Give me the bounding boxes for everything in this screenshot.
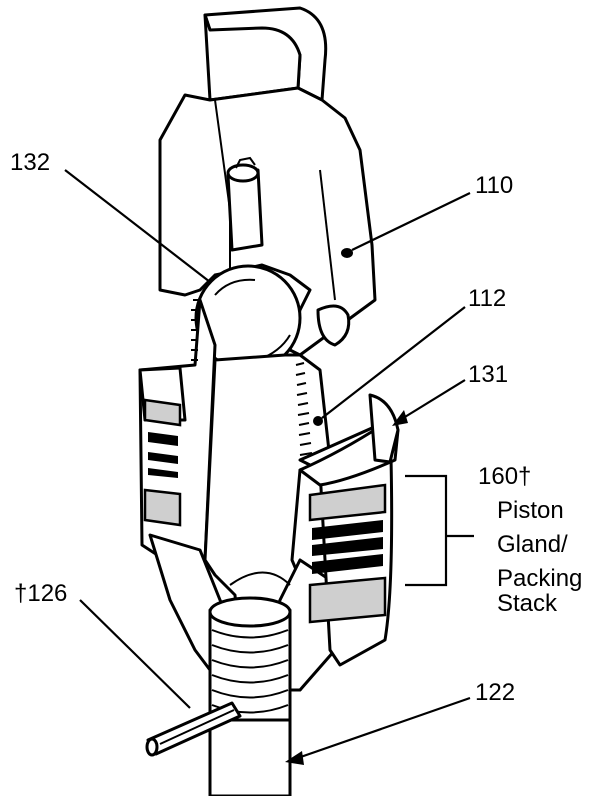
callout-132: 132 bbox=[10, 149, 50, 176]
callout-126: †126 bbox=[14, 580, 67, 607]
inlet-tube bbox=[208, 596, 292, 796]
leader-112 bbox=[321, 306, 466, 419]
packing-stack-left bbox=[143, 398, 182, 527]
callout-160-line4: Stack bbox=[497, 590, 558, 617]
retaining-pin bbox=[145, 701, 242, 757]
leader-131 bbox=[399, 379, 466, 421]
piston-rod bbox=[158, 6, 377, 357]
callout-131: 131 bbox=[468, 361, 508, 388]
callout-110: 110 bbox=[475, 172, 513, 199]
packing-stack-bracket bbox=[405, 474, 474, 587]
arrow-131 bbox=[392, 410, 408, 426]
packing-stack-right bbox=[308, 483, 387, 624]
callout-112: 112 bbox=[468, 285, 506, 312]
leader-110 bbox=[351, 192, 471, 251]
callout-160-line1: Piston bbox=[497, 497, 564, 524]
leader-122 bbox=[291, 696, 471, 762]
callout-160-line2: Gland/ bbox=[497, 531, 568, 558]
callout-160-line3: Packing bbox=[497, 565, 582, 592]
callout-160: 160† bbox=[478, 463, 531, 490]
callout-122: 122 bbox=[475, 679, 515, 706]
leader-132 bbox=[64, 169, 211, 283]
arrow-122 bbox=[285, 751, 304, 765]
leader-126 bbox=[79, 599, 191, 709]
check-ball bbox=[194, 264, 302, 372]
